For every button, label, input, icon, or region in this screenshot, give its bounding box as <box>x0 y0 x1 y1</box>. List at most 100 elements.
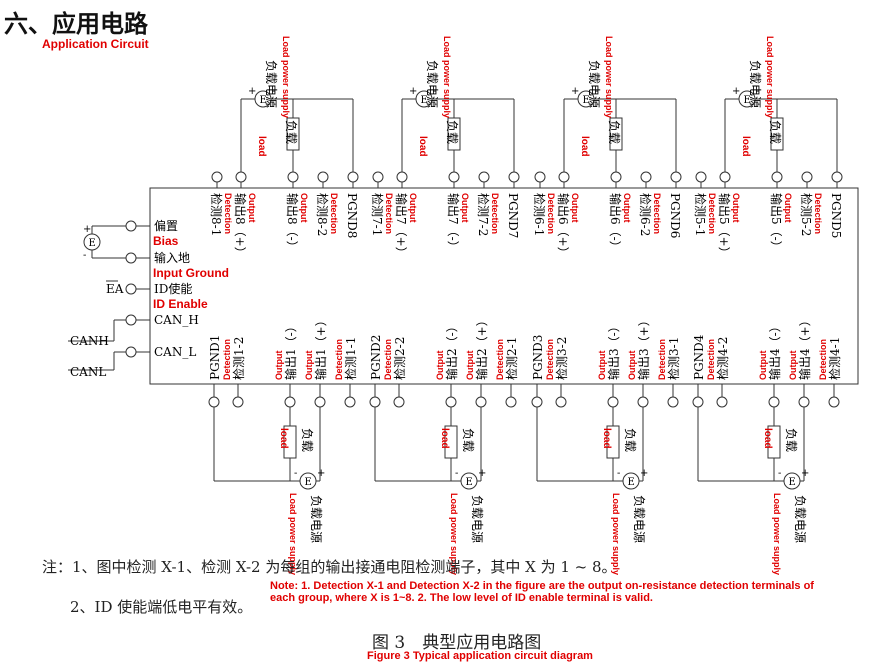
bottom-pin-label-en-3-4: Output <box>627 351 637 381</box>
load-resistor <box>767 425 781 459</box>
bottom-pin-3-2 <box>555 396 567 408</box>
top-pin-label-6-4: 检测6-2 <box>638 193 653 236</box>
bottom-pin-4-3 <box>768 396 780 408</box>
top-pin-label-6-3: 输出6（-） <box>608 193 623 253</box>
bottom-pin-2-3 <box>445 396 457 408</box>
bottom-pin-label-en-1-3: Output <box>274 351 284 381</box>
source-symbol: E <box>466 477 473 488</box>
left-pin-label-en-3: ID Enable <box>153 297 208 311</box>
load-supply-2 <box>460 472 478 490</box>
load-supply-label: 负载电源 <box>425 60 439 108</box>
bottom-pin-label-4-5: 检测4-1 <box>827 337 842 380</box>
left-pin-label-en-2: Input Ground <box>153 266 229 280</box>
bottom-pin-label-2-2: 检测2-2 <box>392 337 407 380</box>
top-pin-7-2 <box>396 171 408 183</box>
left-pin-2 <box>125 252 137 264</box>
load-label-en: load <box>417 136 428 157</box>
top-pin-label-8-2: 输出8（+） <box>233 193 248 259</box>
load-label: 负载 <box>623 428 637 452</box>
top-pin-label-en-7-3: Output <box>460 193 470 223</box>
top-pin-8-4 <box>317 171 329 183</box>
bottom-pin-4-1 <box>692 396 704 408</box>
section-subtitle: Application Circuit <box>42 37 149 51</box>
bottom-pin-label-en-4-2: Detection <box>706 339 716 380</box>
bottom-pin-3-4 <box>637 396 649 408</box>
bottom-pin-label-1-2: 检测1-2 <box>231 337 246 380</box>
bottom-pin-label-en-4-5: Detection <box>818 339 828 380</box>
plus-sign: + <box>83 224 91 235</box>
bottom-pin-label-en-4-3: Output <box>758 351 768 381</box>
load-supply-label-en: Load power supply <box>772 493 782 575</box>
top-pin-label-en-8-4: Detection <box>329 193 339 234</box>
source-symbol: E <box>744 95 751 106</box>
bottom-pin-1-3 <box>284 396 296 408</box>
load-label-en: load <box>439 428 450 449</box>
load-resistor <box>609 117 623 151</box>
load-label-en: load <box>601 428 612 449</box>
bottom-pin-label-3-4: 输出3（+） <box>636 314 651 380</box>
figure-caption-english: Figure 3 Typical application circuit dia… <box>367 650 593 662</box>
load-supply-8 <box>254 90 272 108</box>
note-english: Note: 1. Detection X-1 and Detection X-2… <box>270 580 814 604</box>
top-pin-label-7-1: 检测7-1 <box>370 193 385 236</box>
top-pin-label-en-5-1: Detection <box>707 193 717 234</box>
plus-sign: + <box>248 86 256 97</box>
minus-sign: - <box>617 468 620 479</box>
bottom-pin-label-1-3: 输出1（-） <box>283 320 298 380</box>
canh-label: CANH <box>70 334 109 348</box>
left-pin-label-5: CAN_L <box>154 345 196 359</box>
note-1: 注：1、图中检测 X-1、检测 X-2 为每组的输出接通电阻检测端子，其中 X … <box>42 558 617 576</box>
load-supply-5 <box>738 90 756 108</box>
bottom-pin-label-1-5: 检测1-1 <box>343 337 358 380</box>
load-supply-label-en: Load power supply <box>281 36 291 118</box>
load-supply-label-en: Load power supply <box>611 493 621 575</box>
load-supply-label: 负载电源 <box>748 60 762 108</box>
top-pin-6-5 <box>670 171 682 183</box>
minus-sign: - <box>272 86 275 97</box>
bottom-pin-3-3 <box>607 396 619 408</box>
left-pin-5 <box>125 346 137 358</box>
left-pin-4 <box>125 314 137 326</box>
bottom-pin-label-en-1-2: Detection <box>222 339 232 380</box>
load-supply-label-en: Load power supply <box>449 493 459 575</box>
bottom-pin-label-en-2-4: Output <box>465 351 475 381</box>
bottom-pin-label-4-1: PGND4 <box>692 334 706 380</box>
top-pin-5-3 <box>771 171 783 183</box>
load-supply-label: 负载电源 <box>309 495 323 543</box>
bottom-pin-label-en-4-4: Output <box>788 351 798 381</box>
plus-sign: + <box>571 86 579 97</box>
minus-sign: - <box>778 468 781 479</box>
top-pin-8-5 <box>347 171 359 183</box>
load-supply-label: 负载电源 <box>632 495 646 543</box>
left-pin-label-en-1: Bias <box>153 234 179 248</box>
source-symbol: E <box>260 95 267 106</box>
top-pin-label-5-5: PGND5 <box>829 193 843 238</box>
top-pin-label-8-1: 检测8-1 <box>209 193 224 236</box>
top-pin-label-en-7-1: Detection <box>384 193 394 234</box>
load-supply-label-en: Load power supply <box>765 36 775 118</box>
bias-source <box>83 233 101 251</box>
load-resistor <box>286 117 300 151</box>
top-pin-7-3 <box>448 171 460 183</box>
load-supply-4 <box>783 472 801 490</box>
top-pin-label-6-5: PGND6 <box>668 193 682 238</box>
load-label-en: load <box>740 136 751 157</box>
load-label-en: load <box>278 428 289 449</box>
bottom-pin-label-en-1-5: Detection <box>334 339 344 380</box>
bottom-pin-1-2 <box>232 396 244 408</box>
bottom-pin-label-1-4: 输出1（+） <box>313 314 328 380</box>
bottom-pin-4-2 <box>716 396 728 408</box>
top-pin-5-1 <box>695 171 707 183</box>
plus-sign: + <box>317 468 325 479</box>
load-resistor <box>606 425 620 459</box>
bottom-pin-label-3-3: 输出3（-） <box>606 320 621 380</box>
load-supply-label: 负载电源 <box>587 60 601 108</box>
top-pin-label-5-3: 输出5（-） <box>769 193 784 253</box>
top-pin-label-8-4: 检测8-2 <box>315 193 330 236</box>
bottom-pin-3-1 <box>531 396 543 408</box>
top-pin-label-5-4: 检测5-2 <box>799 193 814 236</box>
bottom-pin-4-4 <box>798 396 810 408</box>
bottom-pin-1-5 <box>344 396 356 408</box>
top-pin-label-7-3: 输出7（-） <box>446 193 461 253</box>
bottom-pin-label-en-2-5: Detection <box>495 339 505 380</box>
